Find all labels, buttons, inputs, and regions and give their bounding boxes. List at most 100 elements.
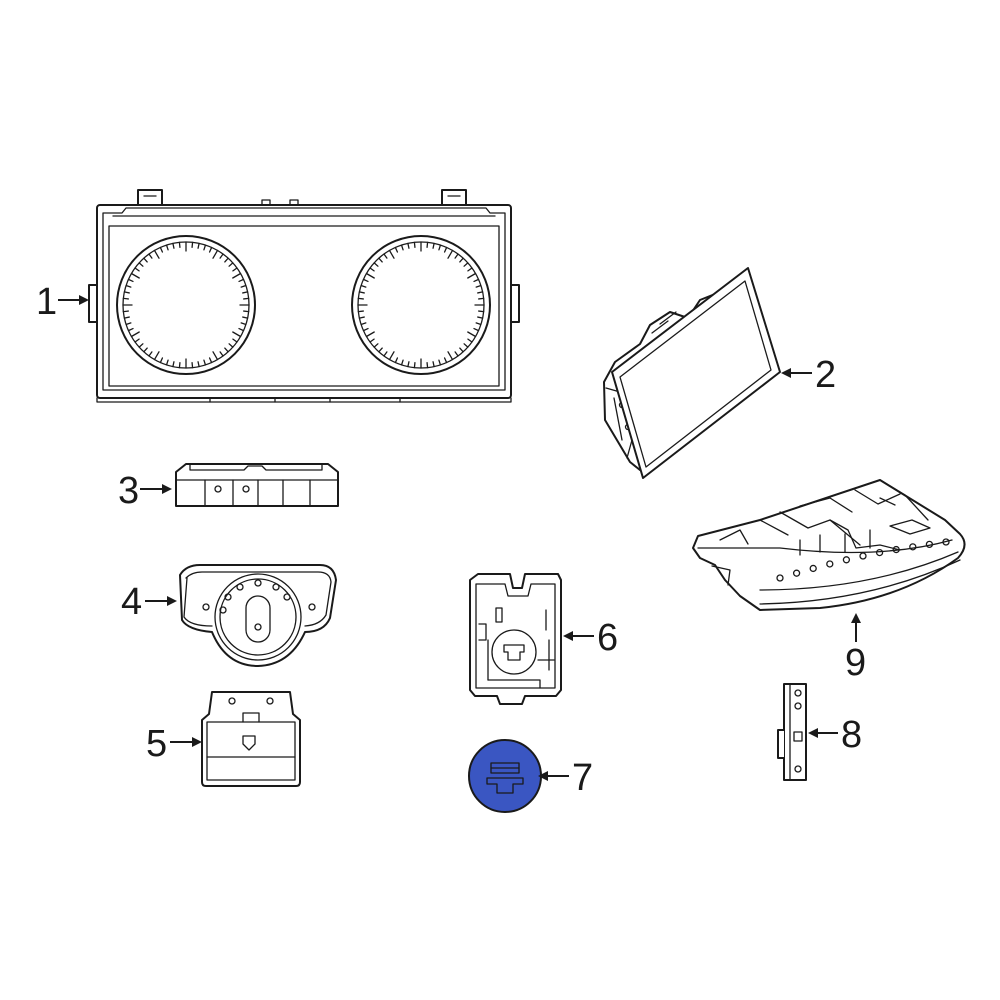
- gauge-tick: [413, 241, 416, 248]
- gauge-tick: [123, 316, 130, 319]
- gauge-tick: [438, 244, 442, 251]
- gauge-tick: [454, 253, 459, 259]
- gauge-tick: [143, 347, 148, 353]
- gauge-tick: [203, 244, 207, 251]
- callout-label-7: 7: [572, 757, 593, 799]
- gauge-tick: [467, 272, 477, 279]
- gauge-tick: [388, 249, 395, 259]
- gauge-tick: [224, 347, 229, 353]
- gauge-tick: [242, 291, 249, 294]
- climate-button-dot: [892, 545, 900, 554]
- callout-7: 7: [538, 757, 593, 799]
- gauge-tick: [178, 362, 181, 369]
- climate-button-dot: [809, 564, 817, 573]
- gauge-tick: [463, 262, 469, 267]
- gauge-tick: [243, 297, 250, 300]
- gauge-tick: [238, 327, 245, 332]
- gauge-tick: [203, 359, 207, 366]
- module-bracket-part[interactable]: [469, 573, 562, 705]
- gauge-tick: [148, 351, 153, 357]
- gauge-tick: [240, 322, 247, 326]
- gauge-tick: [134, 338, 140, 343]
- callout-label-8: 8: [841, 714, 862, 756]
- gauge-tick: [400, 359, 404, 366]
- callout-label-5: 5: [146, 723, 167, 765]
- gauge-tick: [232, 331, 242, 338]
- climate-control-part[interactable]: [692, 479, 966, 611]
- gauge-tick: [358, 291, 365, 294]
- gauge-tick: [208, 357, 213, 364]
- gauge-tick: [238, 278, 245, 283]
- gauge-tick: [459, 347, 464, 353]
- callout-1: 1: [36, 281, 89, 323]
- instrument-cluster-part[interactable]: [88, 189, 520, 403]
- gauge-tick: [125, 322, 132, 326]
- gauge-tick: [478, 310, 485, 313]
- gauge-tick: [219, 253, 224, 259]
- gauge-tick: [400, 244, 404, 251]
- gauge-tick: [473, 327, 480, 332]
- gauge-tick: [191, 362, 194, 369]
- climate-button-dot: [826, 560, 834, 568]
- callout-9: 9: [845, 613, 866, 684]
- callout-3: 3: [118, 470, 172, 512]
- gauge-tick: [127, 327, 134, 332]
- gauge-tick: [473, 278, 480, 283]
- gauge-tick: [447, 351, 454, 361]
- gauge-tick: [373, 262, 379, 267]
- gauge-tick: [232, 338, 238, 343]
- highlighted-clip-part[interactable]: [468, 739, 542, 813]
- gauge-tick: [360, 284, 367, 288]
- sensor-strip-part[interactable]: [777, 683, 807, 781]
- gauge-tick: [159, 357, 164, 364]
- gauge-tick: [362, 327, 369, 332]
- small-switch-part[interactable]: [201, 691, 301, 787]
- gauge-tick: [463, 343, 469, 348]
- gauge-tick: [242, 316, 249, 319]
- gauge-tick: [153, 249, 160, 259]
- gauge-tick: [172, 361, 175, 368]
- gauge-tick: [369, 267, 375, 272]
- gauge-tick: [362, 278, 369, 283]
- gauge-tick: [165, 244, 169, 251]
- gauge-tick: [467, 338, 473, 343]
- gauge-tick: [208, 246, 213, 253]
- callout-2: 2: [781, 354, 836, 396]
- switch-panel-part[interactable]: [175, 463, 339, 507]
- callout-6: 6: [563, 617, 618, 659]
- gauge-tick: [240, 284, 247, 288]
- gauge-tick: [143, 257, 148, 263]
- climate-button-dot: [909, 543, 917, 551]
- callout-label-1: 1: [36, 281, 57, 323]
- gauge-tick: [178, 241, 181, 248]
- gauge-tick: [477, 291, 484, 294]
- gauge-tick: [212, 249, 219, 259]
- gauge-tick: [357, 310, 364, 313]
- gauge-tick: [123, 291, 130, 294]
- gauge-tick: [394, 357, 399, 364]
- gauge-tick: [443, 357, 448, 364]
- gauge-tick: [383, 351, 388, 357]
- climate-button-dot: [776, 574, 784, 582]
- gauge-tick: [373, 343, 379, 348]
- callout-4: 4: [121, 581, 177, 623]
- gauge-tick: [138, 262, 144, 267]
- gauge-tick: [383, 253, 388, 259]
- gauge-tick: [165, 359, 169, 366]
- gauge-tick: [413, 362, 416, 369]
- callout-8: 8: [808, 714, 862, 756]
- headlamp-switch-part[interactable]: [179, 564, 337, 667]
- gauge-tick: [459, 257, 464, 263]
- gauge-tick: [432, 242, 435, 249]
- gauge-tick: [228, 343, 234, 348]
- callout-label-2: 2: [815, 354, 836, 396]
- gauge-tick: [232, 272, 242, 279]
- display-screen-part[interactable]: [603, 267, 781, 479]
- gauge-tick: [197, 242, 200, 249]
- gauge-tick: [228, 262, 234, 267]
- climate-button-dot: [942, 538, 950, 546]
- gauge-tick: [467, 267, 473, 272]
- gauge-tick: [478, 297, 485, 300]
- gauge-tick: [122, 297, 129, 300]
- gauge-tick: [138, 343, 144, 348]
